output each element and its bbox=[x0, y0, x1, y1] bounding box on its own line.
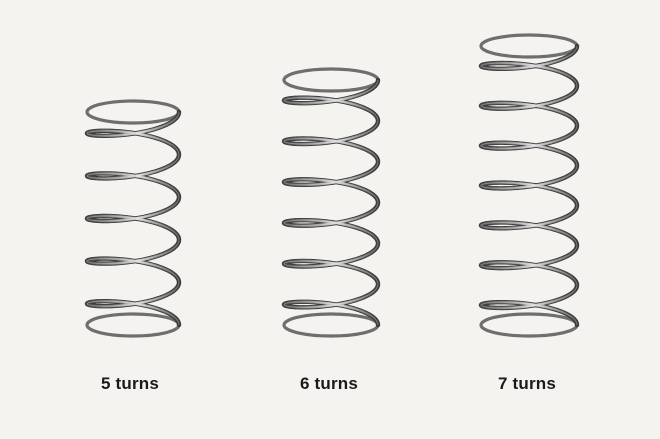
spring-bottom-end-coil bbox=[282, 312, 380, 338]
spring-wire-shadow bbox=[281, 77, 381, 328]
spring-6-turns bbox=[281, 67, 381, 338]
spring-wire-highlight bbox=[283, 79, 379, 326]
spring-wire bbox=[85, 110, 181, 327]
spring-wire-highlight bbox=[86, 111, 180, 326]
spring-wire-highlight bbox=[480, 45, 578, 326]
spring-label-6-turns: 6 turns bbox=[299, 374, 359, 393]
spring-label-5-turns: 5 turns bbox=[100, 374, 160, 393]
spring-top-end-coil bbox=[479, 33, 579, 59]
spring-wire bbox=[479, 44, 579, 327]
spring-7-turns bbox=[478, 33, 580, 338]
spring-top-end-coil bbox=[85, 99, 181, 125]
spring-bottom-end-coil bbox=[479, 312, 579, 338]
spring-wire bbox=[282, 78, 380, 327]
spring-label-7-turns: 7 turns bbox=[497, 374, 557, 393]
spring-top-end-coil bbox=[282, 67, 380, 93]
spring-5-turns bbox=[84, 99, 182, 338]
spring-bottom-end-coil bbox=[85, 312, 181, 338]
